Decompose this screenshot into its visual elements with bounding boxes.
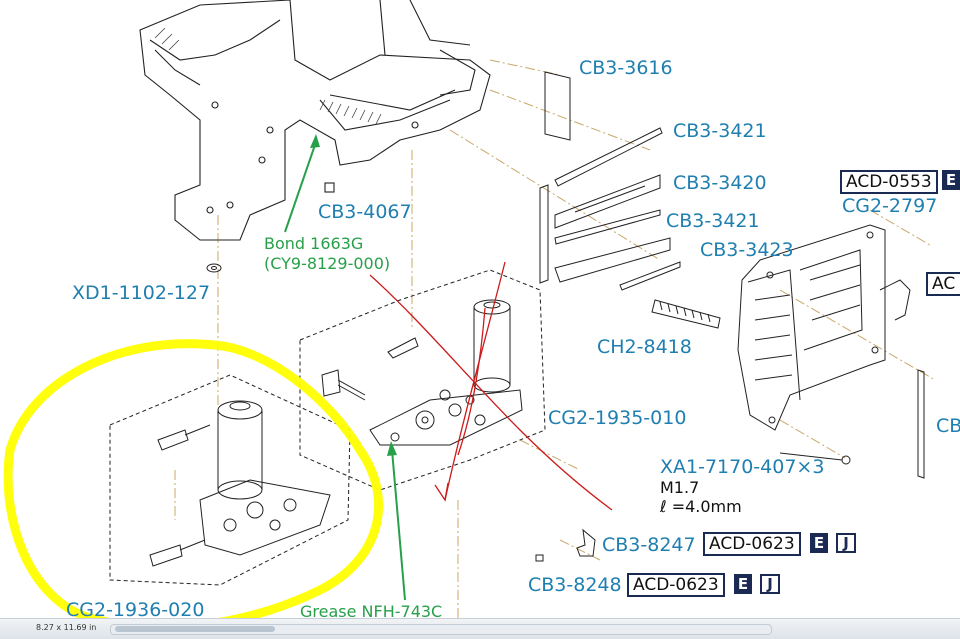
body-frame-hatching (154, 27, 382, 125)
horizontal-scrollbar[interactable] (110, 624, 772, 635)
label-cb3-8248: CB3-8248 (528, 574, 622, 596)
left-motor-unit (109, 374, 351, 586)
box-acd-0623-upper: ACD-0623 (703, 532, 801, 556)
label-screw-length: ℓ =4.0mm (660, 497, 742, 516)
middle-motor-unit (299, 269, 546, 491)
label-ch2-8418: CH2-8418 (597, 336, 692, 358)
label-xa1-7170-407: XA1-7170-407×3 (660, 456, 825, 478)
label-xd1-1102-127: XD1-1102-127 (72, 282, 211, 304)
label-cb3-4067: CB3-4067 (318, 201, 412, 223)
tag-acd-0623-upper-j: J (836, 533, 856, 553)
note-grease: Grease NFH-743C (300, 602, 443, 621)
right-assembly (737, 224, 911, 431)
tag-acd-0623-upper-e: E (810, 533, 828, 553)
box-acd-0553: ACD-0553 (840, 170, 938, 194)
box-ac-cut: AC (926, 272, 960, 296)
status-bar: 8.27 x 11.69 in (0, 618, 960, 639)
label-cb3-3421-upper: CB3-3421 (673, 120, 767, 142)
body-frame (139, 0, 491, 241)
label-cb3-3421-lower: CB3-3421 (666, 210, 760, 232)
note-bond-line1: Bond 1663G (264, 234, 364, 253)
red-annotations (369, 261, 613, 511)
tag-acd-0623-lower-j: J (760, 574, 780, 594)
label-cg2-1935-010: CG2-1935-010 (548, 407, 687, 429)
label-cb3-3616: CB3-3616 (579, 57, 673, 79)
label-cb3-3423: CB3-3423 (700, 239, 794, 261)
label-cb3-8247: CB3-8247 (602, 534, 696, 556)
washer-part (206, 263, 222, 273)
note-arrows (284, 134, 406, 601)
label-screw-size: M1.7 (660, 478, 700, 497)
tag-acd-0623-lower-e: E (734, 574, 752, 594)
label-cg2-1936-020: CG2-1936-020 (66, 599, 205, 621)
label-cb-cut: CB (936, 415, 960, 437)
box-acd-0623-lower: ACD-0623 (627, 573, 725, 597)
page-size-indicator: 8.27 x 11.69 in (36, 623, 97, 632)
plate-parts (535, 71, 925, 562)
label-cg2-2797: CG2-2797 (842, 195, 938, 217)
scrollbar-thumb[interactable] (115, 626, 275, 632)
tag-acd-0553-e: E (942, 170, 960, 190)
note-bond-line2: (CY9-8129-000) (264, 254, 391, 273)
label-cb3-3420: CB3-3420 (673, 172, 767, 194)
